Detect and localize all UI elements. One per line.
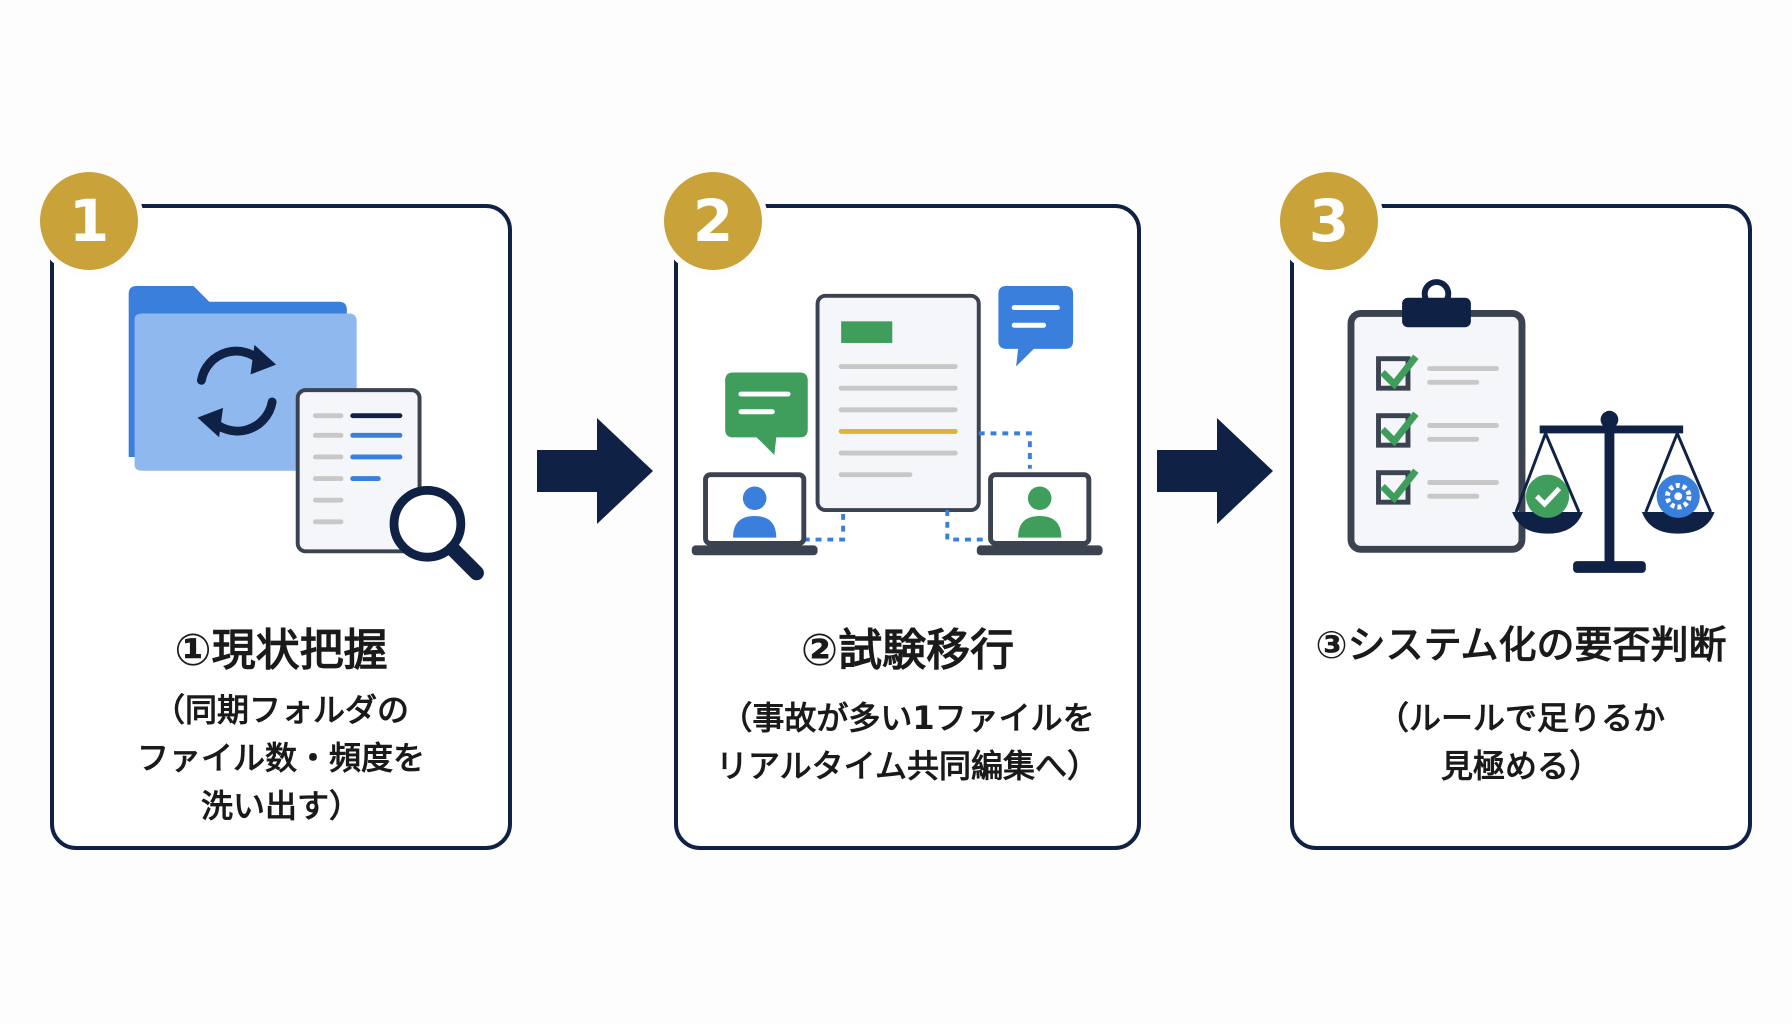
step-2-description: （事故が多い1ファイルを リアルタイム共同編集へ）	[678, 694, 1137, 790]
step-1-card: 1 ①現状把握 （同期フォルダの ファイル数・頻度を 洗い出す）	[40, 172, 512, 850]
step-3-card: 3 ③シス	[1280, 172, 1752, 850]
step-1-description-line: ファイル数・頻度を	[136, 739, 425, 777]
step-2-description-line: リアルタイム共同編集へ）	[715, 747, 1100, 785]
checklist-scale-icon	[1347, 279, 1715, 573]
step-1-badge: 1	[40, 172, 138, 270]
step-1-title: ①現状把握	[174, 625, 388, 676]
step-3-description: （ルールで足りるか 見極める）	[1294, 694, 1748, 790]
step-2-card: 2 ②試	[664, 172, 1141, 850]
step-1-description-line: （同期フォルダの	[152, 691, 409, 729]
step-3-title: ③システム化の要否判断	[1315, 623, 1727, 667]
step-2-description-line: （事故が多い1ファイルを	[720, 699, 1095, 737]
arrow-right-icon	[537, 418, 653, 524]
step-3-badge: 3	[1280, 172, 1378, 270]
step-1-description-line: 洗い出す）	[200, 787, 361, 825]
step-2-badge: 2	[664, 172, 762, 270]
folder-sync-search-icon	[128, 285, 484, 581]
step-3-description-line: （ルールで足りるか	[1376, 699, 1665, 737]
step-3-description-line: 見極める）	[1440, 747, 1601, 785]
collaborative-document-icon	[691, 285, 1103, 556]
step-1-description: （同期フォルダの ファイル数・頻度を 洗い出す）	[54, 686, 508, 830]
step-2-title: ②試験移行	[800, 625, 1015, 676]
arrow-right-icon	[1157, 418, 1273, 524]
